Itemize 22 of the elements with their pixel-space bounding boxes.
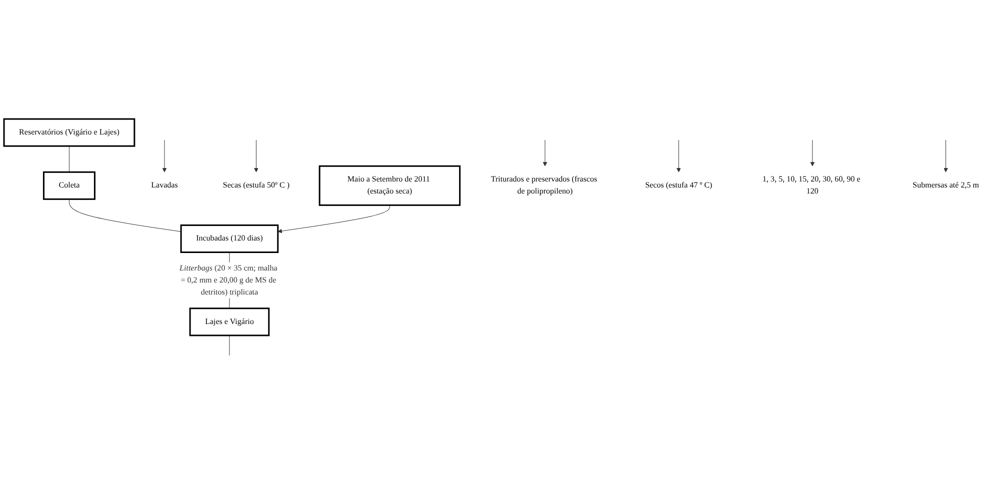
node-box: Incubadas (120 dias)	[180, 224, 279, 254]
arrow	[676, 140, 681, 173]
node-text: Triturados e preservados (frascos de polipropileno)	[490, 175, 598, 196]
node-text: Secas (estufa 50º C )	[222, 181, 290, 190]
arrow	[810, 140, 815, 167]
node-text: Lavadas	[151, 181, 178, 190]
node-text: Submersas até 2,5 m	[912, 181, 979, 190]
edge-label: Litterbags (20 × 35 cm; malha = 0,2 mm e 20,00 g de MS de detritos) triplicata	[180, 264, 278, 297]
connector	[229, 335, 230, 356]
arrow	[542, 140, 548, 167]
connector	[68, 146, 70, 173]
connector	[68, 199, 182, 232]
node-box: Lajes e Vigário	[189, 308, 270, 336]
node-box: Maio a Setembro de 2011 (estação seca)	[318, 166, 461, 206]
node-text: Secos (estufa 47 º C)	[645, 181, 712, 190]
arrow	[254, 140, 258, 173]
node-box: Reservatórios (Vigário e Lajes)	[3, 118, 136, 148]
node-text: 1, 3, 5, 10, 15, 20, 30, 60, 90 e 120	[762, 175, 860, 196]
node-box: Coleta	[42, 172, 96, 200]
arrow	[944, 140, 948, 173]
arrow	[278, 205, 390, 234]
arrow	[162, 140, 167, 173]
